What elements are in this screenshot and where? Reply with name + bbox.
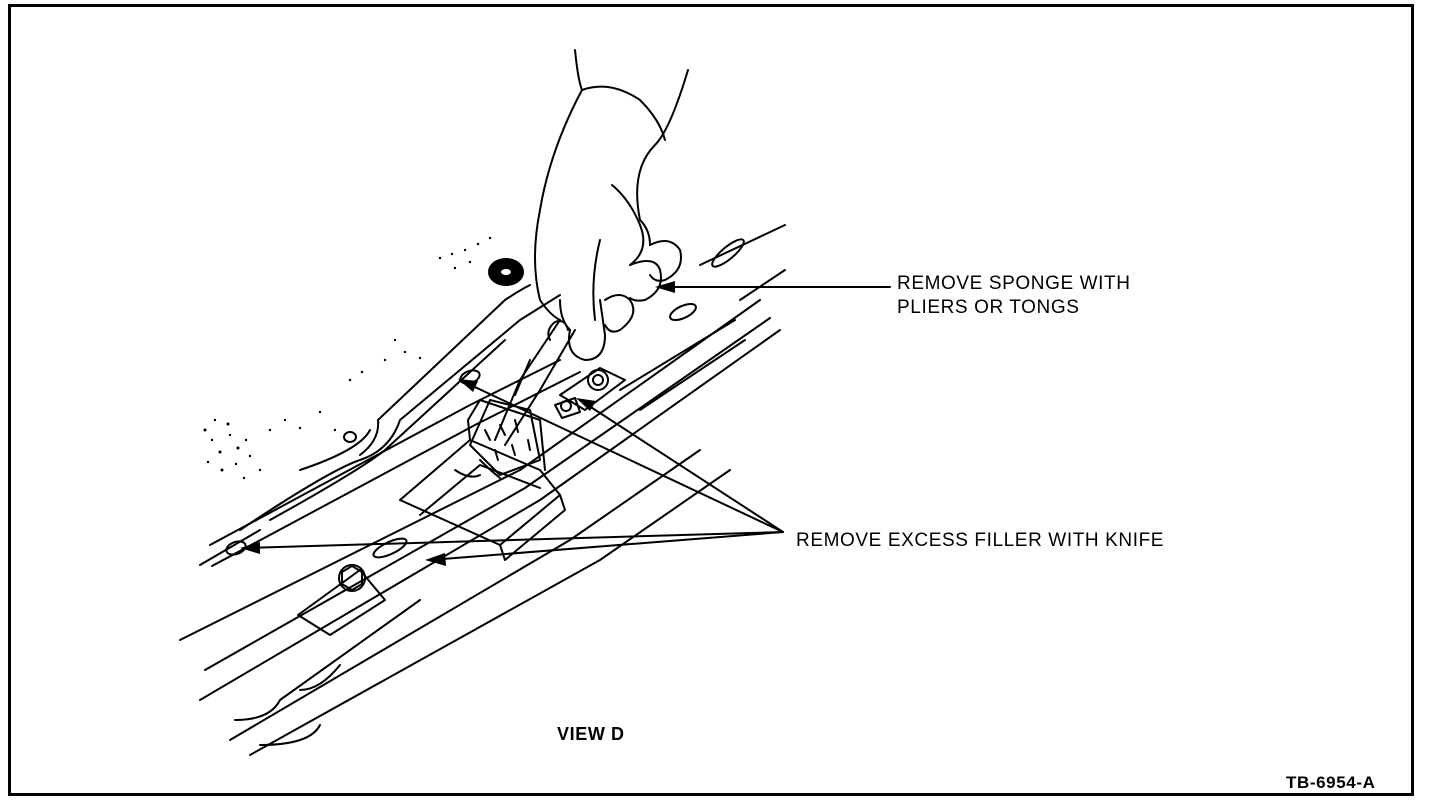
view-label: VIEW D: [557, 724, 625, 744]
leader-lines: [244, 286, 891, 561]
bolt-lower: [297, 564, 386, 636]
bolt-upper: [554, 367, 626, 419]
slots: [225, 238, 745, 559]
floor-rails: [199, 284, 581, 567]
diagram-frame: [8, 4, 1414, 796]
crossmember-hump: [399, 399, 566, 561]
arrowheads: [240, 281, 675, 566]
plug: [488, 258, 524, 286]
callout-sponge-line2: PLIERS OR TONGS: [897, 297, 1080, 318]
callout-sponge-line1: REMOVE SPONGE WITH: [897, 273, 1131, 294]
floor-texture: [203, 236, 492, 480]
pliers-icon: [494, 319, 576, 446]
callout-remove-sponge: REMOVE SPONGE WITH PLIERS OR TONGS: [897, 272, 1131, 320]
callout-remove-filler: REMOVE EXCESS FILLER WITH KNIFE: [796, 530, 1165, 551]
channel-crossmember: [179, 224, 786, 756]
figure-id: TB-6954-A: [1286, 773, 1376, 792]
sponge: [469, 399, 541, 476]
hand-icon: [534, 49, 689, 361]
